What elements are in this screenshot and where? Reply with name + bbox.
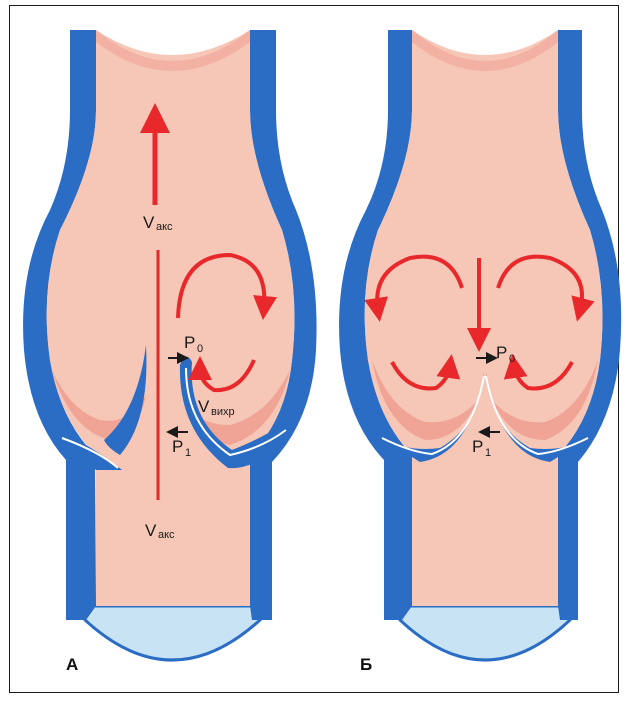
- v-axial-top-sub: акс: [156, 221, 173, 233]
- panel-letter-a: А: [66, 655, 78, 674]
- panel-a: V акс V акс V вихр P 0 P 1 А: [23, 30, 317, 674]
- v-vortex-sub: вихр: [211, 406, 235, 418]
- vessel-bottom-cap: [85, 606, 260, 660]
- v-axial-top-label: V: [143, 213, 155, 232]
- p0-sub: 0: [197, 343, 203, 355]
- p1-label: P: [472, 437, 483, 456]
- p1-label: P: [172, 437, 183, 456]
- panel-letter-b: Б: [360, 655, 372, 674]
- p1-sub: 1: [185, 447, 191, 459]
- p0-label: P: [496, 343, 507, 362]
- v-axial-bottom-sub: акс: [158, 529, 175, 541]
- p1-sub: 1: [485, 447, 491, 459]
- v-axial-bottom-label: V: [145, 521, 157, 540]
- p0-sub: 0: [509, 353, 515, 365]
- p0-label: P: [184, 333, 195, 352]
- valve-stem: [481, 455, 489, 606]
- v-vortex-label: V: [198, 397, 210, 416]
- panel-b: P 0 P 1 Б: [339, 30, 621, 674]
- vessel-bottom-cap: [400, 606, 570, 660]
